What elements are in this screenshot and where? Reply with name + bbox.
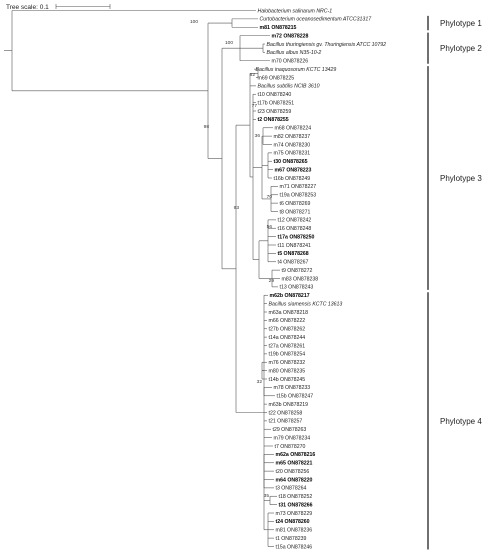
support-value: 56 (267, 224, 273, 230)
support-value: 100 (190, 19, 198, 25)
support-value: 82 (250, 72, 256, 78)
leaf-label: m73 ON878229 (276, 511, 313, 517)
leaf-label: t10 ON878240 (258, 92, 292, 98)
leaf-label: t16b ON878249 (274, 176, 311, 182)
leaf-label: t27b ON878262 (269, 327, 306, 333)
leaf-label: m64 ON878220 (276, 477, 313, 483)
leaf-label: t4 ON878267 (278, 260, 309, 266)
phylotype-label: Phylotype 4 (440, 417, 482, 426)
leaf-label: m72 ON878228 (272, 33, 309, 39)
leaf-label: m78 ON878233 (274, 385, 311, 391)
leaf-label: m80 ON878235 (269, 368, 306, 374)
leaf-label: m76 ON878232 (269, 360, 306, 366)
leaf-label: t21 ON878257 (269, 419, 303, 425)
leaf-label: t17a ON878250 (278, 234, 315, 240)
support-value: 100 (225, 40, 233, 46)
support-values: 100 100 98 93 82 77 56 36 70 29 35 32 (190, 19, 274, 499)
leaf-label: m63a ON878218 (269, 310, 309, 316)
leaf-label: t5 ON878268 (278, 251, 309, 257)
leaf-label: t8 ON878271 (280, 209, 311, 215)
leaf-label: m63b ON878219 (269, 402, 309, 408)
leaf-label: t24 ON878260 (276, 519, 310, 525)
leaf-labels: Halobacterium salinarum NRC-1Curtobacter… (256, 8, 387, 550)
leaf-label: m83 ON878238 (282, 276, 319, 282)
leaf-label: t22 ON878258 (269, 410, 303, 416)
leaf-label: t19b ON878254 (269, 352, 306, 358)
leaf-label: m79 ON878234 (274, 435, 311, 441)
support-value: 70 (267, 194, 273, 200)
phylotype-label: Phylotype 1 (440, 19, 482, 28)
leaf-label: t1 ON878239 (276, 536, 307, 542)
leaf-label: t9 ON878272 (282, 268, 313, 274)
leaf-label: t23 ON878259 (258, 109, 292, 115)
leaf-label: Bacillus albus N35-10-2 (267, 50, 322, 56)
leaf-label: Bacillus subtilis NCIB 3610 (258, 84, 320, 90)
leaf-label: t16 ON878248 (278, 226, 312, 232)
leaf-label: t30 ON878265 (274, 159, 308, 165)
leaf-label: Bacillus siamensis KCTC 13613 (269, 301, 343, 307)
leaf-label: t19a ON878253 (280, 193, 317, 199)
leaf-label: t31 ON878266 (279, 502, 313, 508)
leaf-label: m81 ON878215 (260, 25, 297, 31)
leaf-label: m67 ON878223 (275, 167, 312, 173)
leaf-label: m62b ON878217 (270, 293, 310, 299)
support-value: 32 (257, 379, 263, 385)
leaf-label: Bacillus inaquosorum KCTC 13429 (256, 67, 337, 73)
support-value: 98 (204, 124, 210, 130)
leaf-label: m66 ON878222 (269, 318, 306, 324)
leaf-label: m82 ON878237 (274, 134, 311, 140)
tree-branches (4, 10, 280, 547)
support-value: 29 (269, 278, 275, 284)
phylotype-label: Phylotype 3 (440, 174, 482, 183)
leaf-label: t11 ON878241 (278, 243, 311, 249)
leaf-label: t17b ON878251 (258, 100, 295, 106)
support-value: 36 (255, 133, 261, 139)
leaf-label: t12 ON878242 (278, 218, 312, 224)
leaf-label: Halobacterium salinarum NRC-1 (258, 8, 333, 14)
phylotype-label: Phylotype 2 (440, 44, 482, 53)
leaf-label: m62a ON878216 (276, 452, 316, 458)
support-value: 77 (252, 103, 258, 109)
leaf-label: m81 ON878236 (276, 528, 313, 534)
support-value: 93 (234, 205, 240, 211)
leaf-label: t15b ON878247 (277, 394, 314, 400)
leaf-label: t15a ON878246 (276, 544, 313, 550)
phylotype-brackets: Phylotype 1 Phylotype 2 Phylotype 3 Phyloty… (427, 15, 482, 550)
leaf-label: t20 ON878256 (276, 469, 310, 475)
leaf-label: Curtobacterium oceanosedimentum ATCC3131… (260, 17, 373, 23)
leaf-label: t18 ON878252 (279, 494, 313, 500)
leaf-label: t27a ON878261 (269, 343, 306, 349)
leaf-label: t29 ON878263 (273, 427, 307, 433)
leaf-label: m65 ON878221 (276, 461, 313, 467)
support-value: 35 (264, 493, 270, 499)
tree-scale-label: Tree scale: 0.1 (6, 4, 49, 11)
leaf-label: t14b ON878245 (269, 377, 306, 383)
leaf-label: t13 ON878243 (280, 285, 314, 291)
leaf-label: m70 ON878226 (272, 59, 309, 65)
leaf-label: t14a ON878244 (269, 335, 306, 341)
leaf-label: t3 ON878264 (276, 486, 307, 492)
leaf-label: m69 ON878225 (258, 75, 295, 81)
leaf-label: m74 ON878230 (274, 142, 311, 148)
leaf-label: Bacillus thuringiensis gv. Thuringiensis… (267, 42, 387, 48)
leaf-label: t7 ON878270 (275, 444, 306, 450)
leaf-label: t6 ON878269 (280, 201, 311, 207)
leaf-label: m71 ON878227 (280, 184, 317, 190)
tree-scale: Tree scale: 0.1 (6, 4, 111, 11)
leaf-label: t2 ON878255 (258, 117, 289, 123)
leaf-label: m68 ON878224 (275, 126, 312, 132)
leaf-label: m75 ON878231 (274, 151, 311, 157)
